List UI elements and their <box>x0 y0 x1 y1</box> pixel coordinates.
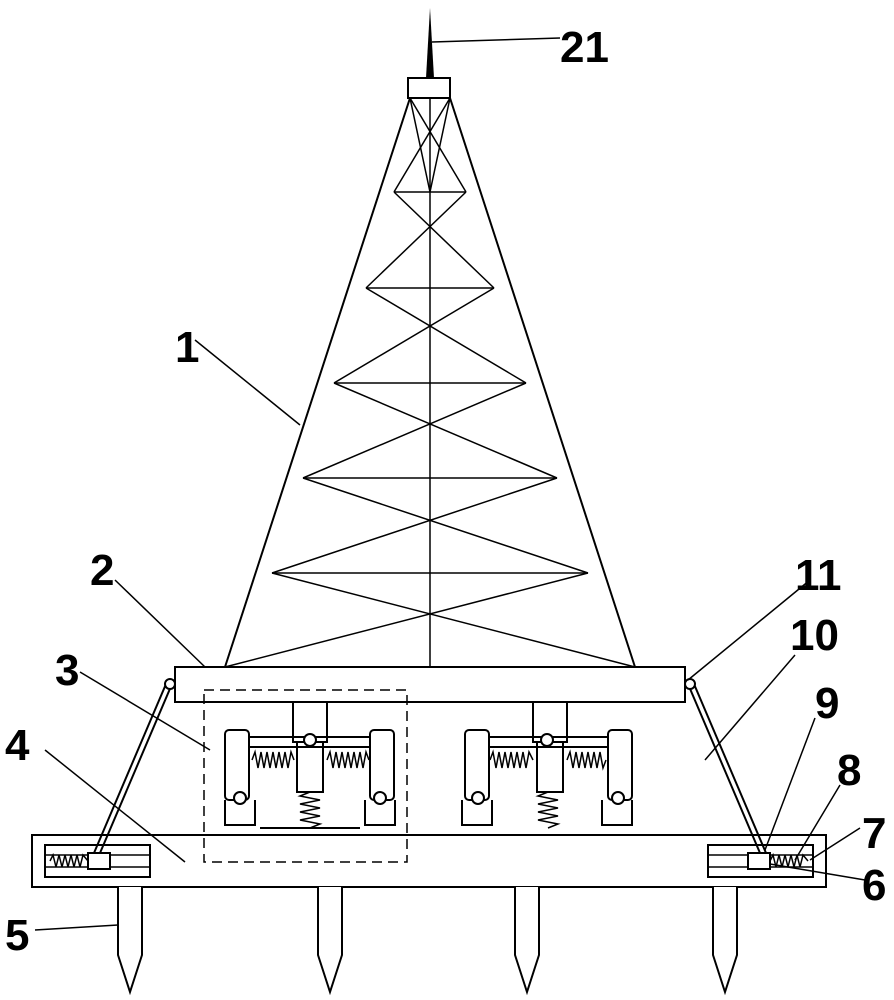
lattice-tower <box>224 97 636 668</box>
support-rods <box>93 678 767 854</box>
label-4: 4 <box>5 721 30 770</box>
shock-absorber-left <box>224 701 396 829</box>
label-8: 8 <box>837 746 861 795</box>
label-11: 11 <box>795 551 842 600</box>
top-platform <box>174 666 686 703</box>
right-slide-rail <box>707 844 814 878</box>
left-slide-rail <box>44 844 151 878</box>
shock-absorber-right <box>461 701 633 829</box>
label-7: 7 <box>862 809 886 858</box>
ground-spikes <box>117 887 738 996</box>
label-5: 5 <box>5 911 29 960</box>
shock-absorber-outline <box>203 689 408 863</box>
label-1: 1 <box>175 323 199 372</box>
label-21: 21 <box>560 23 609 72</box>
label-10: 10 <box>790 611 839 660</box>
label-2: 2 <box>90 546 114 595</box>
base-plate <box>31 834 827 888</box>
label-9: 9 <box>815 679 839 728</box>
label-3: 3 <box>55 646 79 695</box>
label-6: 6 <box>862 861 886 910</box>
leader-lines <box>34 37 866 931</box>
antenna <box>407 8 451 99</box>
